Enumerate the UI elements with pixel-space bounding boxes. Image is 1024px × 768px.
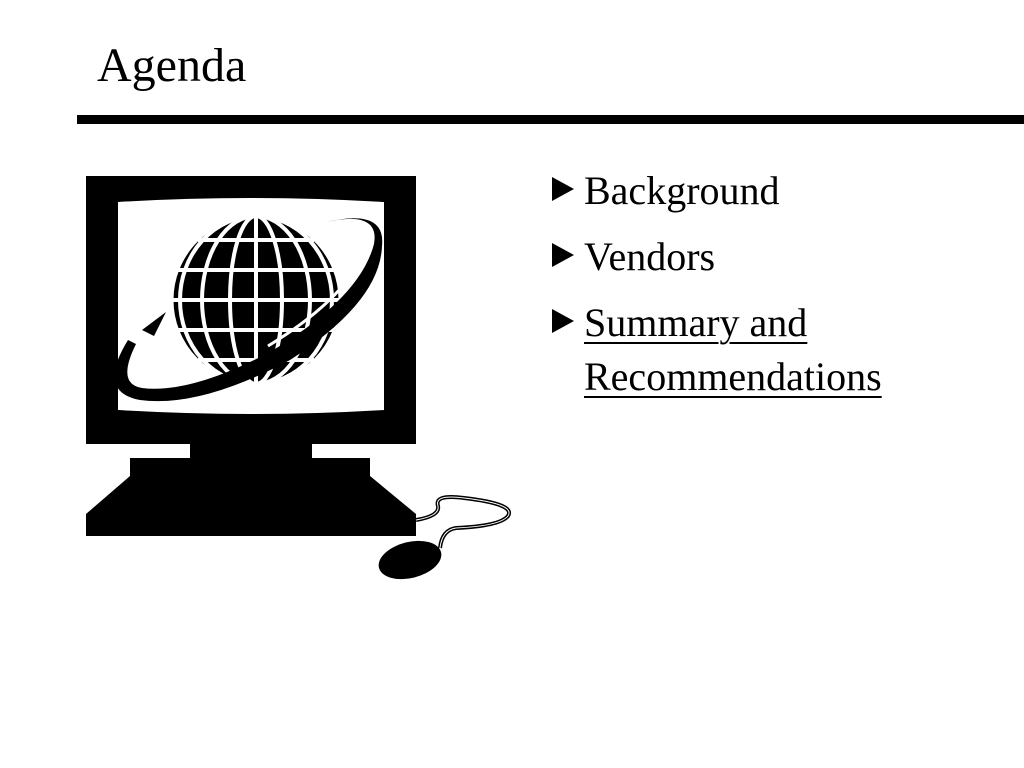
- agenda-list: Background Vendors Summary and Recommend…: [548, 164, 1008, 416]
- slide-title: Agenda: [97, 39, 247, 92]
- agenda-item-label: Vendors: [584, 234, 716, 279]
- triangle-bullet-icon: [552, 309, 574, 333]
- agenda-item-vendors: Vendors: [548, 230, 1008, 284]
- triangle-bullet-icon: [552, 243, 574, 267]
- triangle-bullet-icon: [552, 177, 574, 201]
- agenda-item-label: Summary and Recommendations: [584, 300, 882, 399]
- title-divider: [77, 115, 1024, 124]
- orbit-arrow-head: [142, 312, 166, 336]
- computer-base: [86, 476, 416, 536]
- monitor-neck: [190, 444, 312, 460]
- agenda-item-label: Background: [584, 168, 780, 213]
- agenda-item-background: Background: [548, 164, 1008, 218]
- globe-icon: [170, 214, 342, 386]
- monitor-stand: [130, 458, 370, 478]
- agenda-item-summary: Summary and Recommendations: [548, 296, 1008, 404]
- orbit-swoosh: [114, 218, 383, 402]
- computer-globe-icon: [86, 176, 511, 580]
- mouse-icon: [378, 540, 442, 580]
